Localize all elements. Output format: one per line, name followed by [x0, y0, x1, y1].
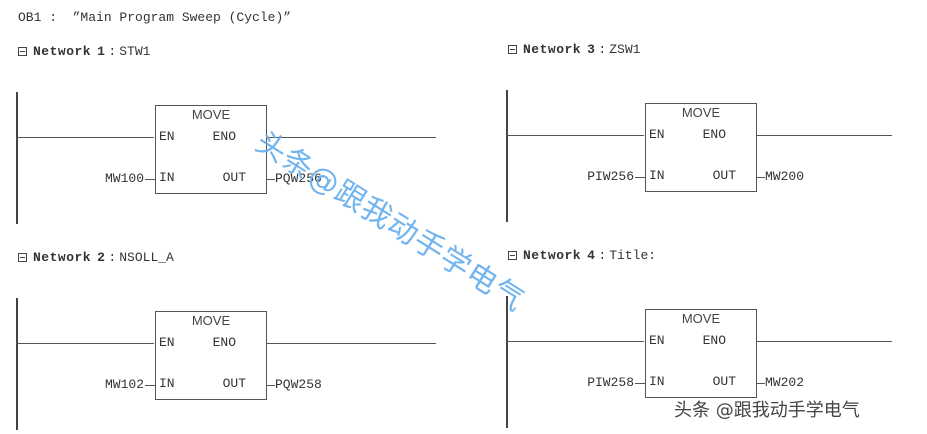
pin-en: EN [159, 335, 175, 350]
pin-out: OUT [712, 168, 736, 183]
power-rail [16, 298, 18, 430]
power-rail [506, 296, 508, 428]
pin-eno: ENO [212, 129, 236, 144]
rung-line-en [16, 137, 154, 138]
network-separator: : [598, 42, 607, 57]
input-wire [635, 177, 645, 178]
network-header[interactable]: Network 4:Title: [508, 248, 656, 263]
instruction-name: MOVE [681, 105, 721, 120]
network-label: Network [33, 44, 92, 59]
watermark-diagonal: 头条@跟我动手学电气 [249, 124, 531, 319]
network-number: 1 [97, 44, 106, 59]
output-wire [757, 383, 765, 384]
network-header[interactable]: Network 1:STW1 [18, 44, 150, 59]
watermark-corner: 头条 @跟我动手学电气 [674, 400, 860, 421]
pin-eno: ENO [212, 335, 236, 350]
rung-line-en [16, 343, 154, 344]
network-label: Network [523, 248, 582, 263]
network-header[interactable]: Network 2:NSOLL_A [18, 250, 174, 265]
network-label: Network [523, 42, 582, 57]
input-wire [145, 179, 155, 180]
pin-en: EN [649, 127, 665, 142]
collapse-icon[interactable] [508, 251, 517, 260]
network-separator: : [108, 250, 117, 265]
network-title: ZSW1 [609, 42, 641, 57]
pin-out: OUT [712, 374, 736, 389]
pin-out: OUT [222, 376, 246, 391]
move-box[interactable]: MOVE EN ENO IN OUT [155, 105, 267, 194]
block-title: OB1 : ”Main Program Sweep (Cycle)” [18, 10, 292, 25]
network-number: 3 [587, 42, 596, 57]
input-wire [635, 383, 645, 384]
pin-eno: ENO [702, 127, 726, 142]
output-operand[interactable]: PQW258 [275, 377, 322, 392]
network-number: 4 [587, 248, 596, 263]
move-box[interactable]: MOVE EN ENO IN OUT [645, 309, 757, 398]
pin-in: IN [159, 170, 175, 185]
rung-line-en [506, 341, 644, 342]
output-wire [267, 385, 275, 386]
network-title: STW1 [119, 44, 151, 59]
power-rail [506, 90, 508, 222]
input-operand[interactable]: PIW258 [587, 375, 634, 390]
network-header[interactable]: Network 3:ZSW1 [508, 42, 640, 57]
output-operand[interactable]: PQW256 [275, 171, 322, 186]
network-separator: : [108, 44, 117, 59]
network-label: Network [33, 250, 92, 265]
pin-in: IN [649, 168, 665, 183]
collapse-icon[interactable] [18, 47, 27, 56]
instruction-name: MOVE [681, 311, 721, 326]
rung-line-en [506, 135, 644, 136]
collapse-icon[interactable] [508, 45, 517, 54]
output-operand[interactable]: MW200 [765, 169, 805, 184]
rung-line-eno [757, 341, 892, 342]
rung-line-eno [267, 137, 436, 138]
instruction-name: MOVE [191, 313, 231, 328]
input-operand[interactable]: MW100 [104, 171, 144, 186]
output-operand[interactable]: MW202 [765, 375, 805, 390]
instruction-name: MOVE [191, 107, 231, 122]
pin-en: EN [649, 333, 665, 348]
move-box[interactable]: MOVE EN ENO IN OUT [155, 311, 267, 400]
power-rail [16, 92, 18, 224]
output-wire [757, 177, 765, 178]
pin-out: OUT [222, 170, 246, 185]
pin-in: IN [649, 374, 665, 389]
pin-en: EN [159, 129, 175, 144]
collapse-icon[interactable] [18, 253, 27, 262]
pin-in: IN [159, 376, 175, 391]
input-operand[interactable]: PIW256 [587, 169, 634, 184]
pin-eno: ENO [702, 333, 726, 348]
move-box[interactable]: MOVE EN ENO IN OUT [645, 103, 757, 192]
rung-line-eno [267, 343, 436, 344]
input-operand[interactable]: MW102 [104, 377, 144, 392]
output-wire [267, 179, 275, 180]
network-separator: : [598, 248, 607, 263]
network-title: Title: [609, 248, 657, 263]
rung-line-eno [757, 135, 892, 136]
network-title: NSOLL_A [119, 250, 174, 265]
network-number: 2 [97, 250, 106, 265]
input-wire [145, 385, 155, 386]
